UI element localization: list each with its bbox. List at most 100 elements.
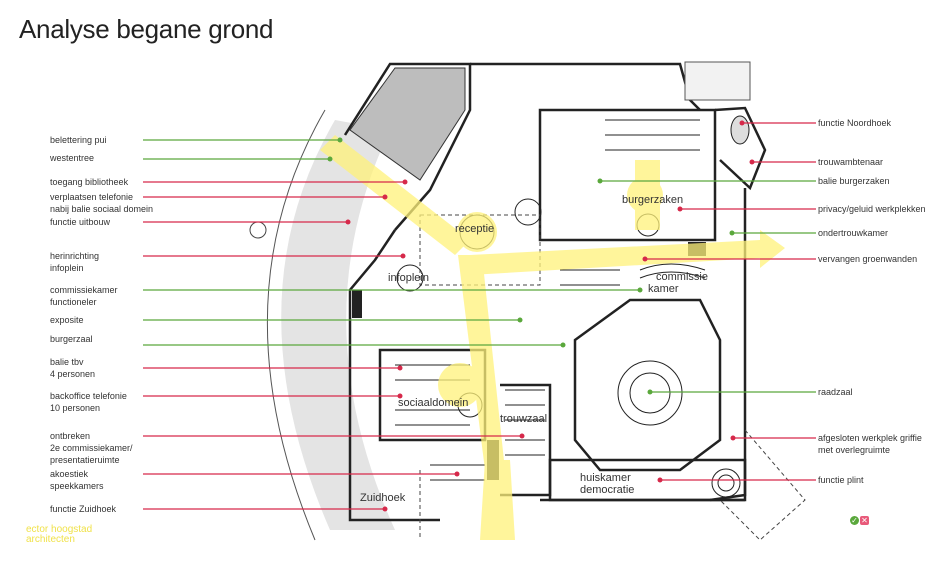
logo-line: architecten [26, 534, 75, 545]
room-label-commissie: commissie [656, 271, 708, 283]
annotation-label: ondertrouwkamer [818, 227, 888, 239]
dashed-zone-infoplein [419, 214, 541, 286]
annotation-label: vervangen groenwanden [818, 253, 917, 265]
wall-raadzaal [573, 298, 722, 472]
room-label-infoplein: infoplein [388, 272, 429, 284]
check-icon: ✓ [850, 516, 859, 525]
leader-dot [647, 389, 653, 395]
annotation-line: westentree [50, 153, 95, 163]
annotation-line: ondertrouwkamer [818, 228, 889, 238]
annotation-line: functie uitbouw [50, 217, 111, 227]
route-east-arrow [470, 230, 785, 275]
annotation-line: 4 personen [50, 369, 96, 379]
annotation-line: commissiekamer [50, 285, 118, 295]
annotation-label: ontbreken 2e commissiekamer/presentatieru… [50, 430, 133, 466]
annotation-line: belettering pui [50, 135, 107, 145]
room-label-receptie: receptie [455, 223, 495, 235]
annotation-line: speekkamers [50, 481, 104, 491]
leader-dot [400, 253, 406, 259]
outer-arc [266, 109, 326, 541]
annotation-line: infoplein [50, 263, 84, 273]
annotation-label: westentree [50, 152, 94, 164]
annotation-label: functie Zuidhoek [50, 503, 116, 515]
leader-dot [382, 506, 388, 512]
annotation-line: herinrichting [50, 251, 100, 261]
library-roof [349, 67, 466, 181]
annotation-line: trouwambtenaar [818, 157, 884, 167]
annotation-line: raadzaal [818, 387, 853, 397]
wall-burgerzaken [538, 108, 717, 242]
leader-dot [637, 287, 643, 293]
annotation-label: functie uitbouw [50, 216, 110, 228]
room-label-democratie: democratie [580, 484, 635, 496]
annotation-line: 10 personen [50, 403, 101, 413]
leader-dot [642, 256, 648, 262]
room-label-trouwzaal: trouwzaal [500, 413, 548, 425]
annotation-line: functioneler [50, 297, 97, 307]
annotation-label: exposite [50, 314, 84, 326]
leader-dot [597, 178, 603, 184]
cross-icon: ✕ [860, 516, 869, 525]
page-title: Analyse begane grond [19, 14, 274, 44]
leader-dot [337, 137, 343, 143]
annotation-line: balie tbv [50, 357, 84, 367]
dashed-zone-east [719, 429, 806, 541]
annotation-line: ontbreken [50, 431, 91, 441]
annotation-line: functie Zuidhoek [50, 504, 117, 514]
leader-dot [749, 159, 755, 165]
room-label-huiskamer: huiskamer [580, 472, 631, 484]
leader-dot [677, 206, 683, 212]
wall-north-west [343, 62, 472, 231]
leader-dot [739, 120, 745, 126]
annotation-line: burgerzaal [50, 334, 93, 344]
annotation-label: commissiekamer functioneler [50, 284, 118, 308]
annotation-label: toegang bibliotheek [50, 176, 128, 188]
annotation-line: functie Noordhoek [818, 118, 892, 128]
annotation-label: akoestiek speekkamers [50, 468, 104, 492]
leader-dot [519, 433, 525, 439]
annotation-label: burgerzaal [50, 333, 93, 345]
annotation-label: raadzaal [818, 386, 853, 398]
north-roof [684, 61, 751, 101]
annotation-line: exposite [50, 315, 84, 325]
leader-dot [454, 471, 460, 477]
annotation-line: presentatieruimte [50, 455, 120, 465]
raadzaal-table [617, 360, 683, 426]
leader-dot [657, 477, 663, 483]
annotation-label: privacy/geluid werkplekken [818, 203, 926, 215]
annotation-label: belettering pui [50, 134, 107, 146]
annotation-label: trouwambtenaar [818, 156, 883, 168]
wall-huiskamer [548, 458, 747, 502]
annotation-label: balie burgerzaken [818, 175, 890, 187]
annotation-label: functie Noordhoek [818, 117, 891, 129]
annotation-line: akoestiek [50, 469, 89, 479]
leader-dot [517, 317, 523, 323]
pond [249, 221, 267, 239]
annotation-line: 2e commissiekamer/ [50, 443, 133, 453]
wall-trouwzaal [500, 383, 552, 497]
annotation-label: afgesloten werkplek griffie met overlegru… [818, 432, 922, 456]
room-label-sociaaldomein: sociaaldomein [398, 397, 469, 409]
annotation-label: balie tbv 4 personen [50, 356, 95, 380]
leader-dot [402, 179, 408, 185]
annotation-line: nabij balie sociaal domein [50, 204, 154, 214]
leader-dot [345, 219, 351, 225]
route-south-exit [480, 460, 515, 540]
annotation-line: afgesloten werkplek griffie [818, 433, 922, 443]
leader-dot [397, 393, 403, 399]
logo-line: ector hoogstad [26, 524, 93, 535]
leader-dot [560, 342, 566, 348]
annotation-line: met overlegruimte [818, 445, 891, 455]
route-west-entrance [320, 135, 470, 255]
leader-dot [730, 435, 736, 441]
leader-dot [382, 194, 388, 200]
room-label-kamer: kamer [648, 283, 679, 295]
annotation-line: privacy/geluid werkplekken [818, 204, 926, 214]
annotation-line: toegang bibliotheek [50, 177, 129, 187]
legend-badges: ✓ ✕ [850, 516, 869, 525]
room-label-burgerzaken: burgerzaken [622, 194, 684, 206]
leader-dot [397, 365, 403, 371]
